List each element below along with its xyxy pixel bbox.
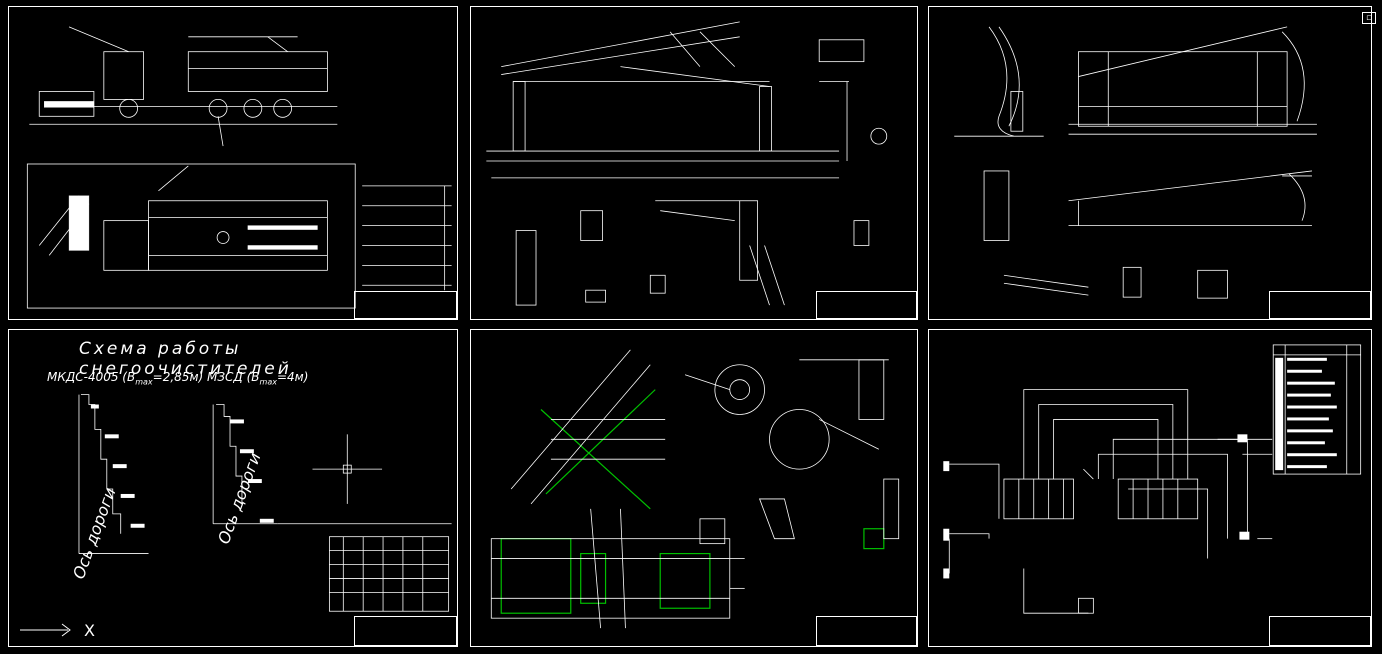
right-machine-label: МЗСД (Bmax=4м) <box>207 370 309 387</box>
drawing-sheet-truck-general[interactable] <box>8 6 458 320</box>
drawing-sheet-schema[interactable]: Схема работы снегоочистителей МКДС-4005 … <box>8 329 458 647</box>
details-drawing <box>490 349 900 629</box>
title-block <box>816 616 917 646</box>
title-block <box>354 291 457 319</box>
ucs-x-label: X <box>84 621 95 640</box>
ucs-arrow-icon <box>20 623 71 637</box>
title-block <box>1269 291 1371 319</box>
title-block <box>354 616 457 646</box>
schema-title: Схема работы снегоочистителей <box>79 339 292 379</box>
blade-drawing <box>954 26 1317 299</box>
title-block <box>816 291 917 319</box>
truck-drawing <box>26 26 452 309</box>
title-block <box>1269 616 1371 646</box>
schema-drawing <box>78 394 452 612</box>
close-icon[interactable]: ▫ <box>1362 12 1376 24</box>
hydraulic-schematic <box>943 344 1362 614</box>
drawing-sheet-frame[interactable] <box>470 6 918 320</box>
drawing-sheet-details[interactable] <box>470 329 918 647</box>
left-machine-label: МКДС-4005 (Bmax=2,85м) <box>47 370 204 387</box>
frame-drawing <box>486 21 888 306</box>
drawing-sheet-blade[interactable] <box>928 6 1372 320</box>
drawing-sheet-hydraulics[interactable] <box>928 329 1372 647</box>
